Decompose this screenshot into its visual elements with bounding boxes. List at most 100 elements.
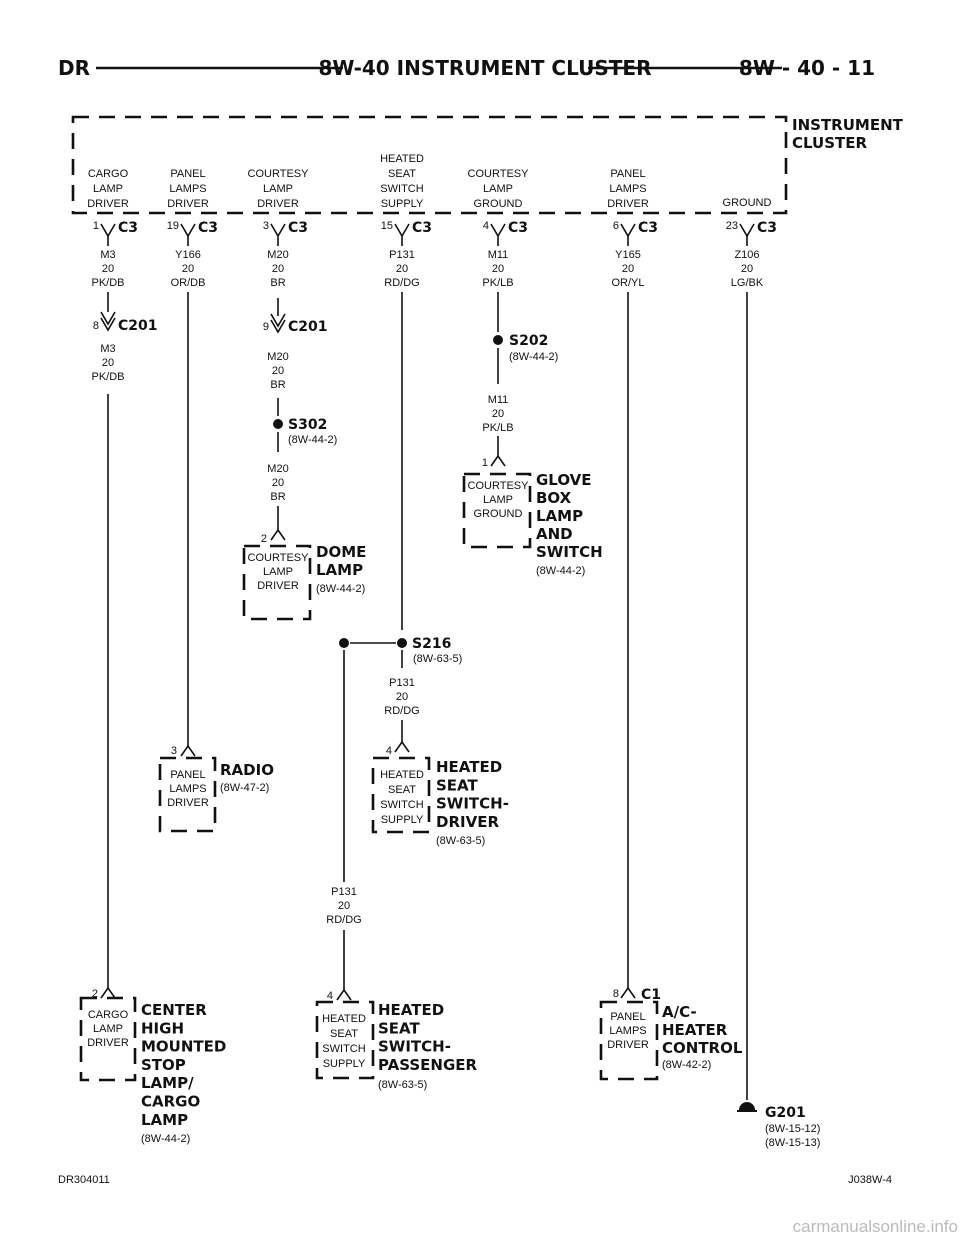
component-ref: (8W-63-5)	[378, 1079, 427, 1091]
pin-number: 1	[93, 220, 99, 232]
pin-number: 4	[327, 990, 333, 1002]
pin-number: 8	[93, 320, 99, 332]
component-inner-label: LAMP	[263, 566, 293, 578]
header-left: DR	[58, 56, 90, 80]
connector-name: C3	[757, 220, 777, 236]
component-inner-label: DRIVER	[257, 580, 299, 592]
connector-name: C1	[641, 987, 661, 1003]
component-inner-label: PANEL	[610, 1011, 645, 1023]
wire-label: 20	[622, 263, 634, 275]
cluster-pin-label: PANEL	[170, 168, 205, 180]
splice-ref: (8W-44-2)	[509, 351, 558, 363]
component-name: BOX	[536, 489, 572, 507]
component-inner-label: LAMPS	[609, 1025, 646, 1037]
splice-ref: (8W-44-2)	[288, 434, 337, 446]
cluster-pin-label: LAMP	[263, 183, 293, 195]
component-name: CONTROL	[662, 1039, 743, 1057]
instrument-cluster-name: INSTRUMENT	[792, 116, 904, 134]
component-inner-label: HEATED	[322, 1013, 366, 1025]
ground-name: G201	[765, 1105, 806, 1121]
component-ref: (8W-47-2)	[220, 782, 269, 794]
cluster-pin-label: LAMPS	[609, 183, 646, 195]
c3-connector-fork	[394, 223, 410, 238]
pin-number: 2	[92, 988, 98, 1000]
connector-name: C3	[508, 220, 528, 236]
component-name: PASSENGER	[378, 1056, 478, 1074]
component-inner-label: COURTESY	[468, 480, 530, 492]
wire-label: M11	[488, 394, 509, 406]
cluster-pin-label: GROUND	[474, 198, 523, 210]
wire-label: 20	[272, 263, 284, 275]
component-name: MOUNTED	[141, 1038, 226, 1056]
component-name: SWITCH-	[378, 1038, 451, 1056]
wire-label: PK/LB	[482, 422, 513, 434]
c3-connector-fork	[620, 223, 636, 238]
component-inner-label: SEAT	[330, 1028, 358, 1040]
pin-number: 9	[263, 321, 269, 333]
wire-label: Y166	[175, 249, 201, 261]
c3-connector-fork	[100, 223, 116, 238]
wire-label: M20	[267, 249, 288, 261]
wire-label: M3	[100, 343, 115, 355]
connector-name: C201	[118, 318, 158, 334]
component-ref: (8W-42-2)	[662, 1059, 711, 1071]
component-inner-label: LAMP	[93, 1023, 123, 1035]
c3-connector-fork	[739, 223, 755, 238]
pin-number: 4	[386, 745, 392, 757]
wire-label: 20	[396, 691, 408, 703]
cluster-pin-label: PANEL	[610, 168, 645, 180]
pin-number: 2	[261, 533, 267, 545]
instrument-cluster-name: CLUSTER	[792, 134, 867, 152]
component-ref: (8W-44-2)	[316, 583, 365, 595]
cluster-pin-label: CARGO	[88, 168, 129, 180]
heated-seat-passenger-box	[315, 1000, 375, 1080]
chmsl-box	[79, 996, 137, 1082]
wire-label: 20	[396, 263, 408, 275]
splice-s302	[273, 419, 283, 429]
instrument-cluster-box	[71, 115, 788, 215]
component-ref: (8W-63-5)	[436, 835, 485, 847]
component-inner-label: SWITCH	[322, 1043, 365, 1055]
splice-s202	[493, 335, 503, 345]
cluster-pin-label: LAMPS	[169, 183, 206, 195]
connector-name: C3	[412, 220, 432, 236]
radio-box	[158, 756, 217, 833]
c3-connector-fork	[270, 223, 286, 238]
cluster-pin-label: SUPPLY	[381, 198, 424, 210]
component-name: DOME	[316, 543, 366, 561]
component-name: CARGO	[141, 1093, 200, 1111]
component-name: LAMP	[536, 507, 583, 525]
component-name: HEATER	[662, 1021, 728, 1039]
wire-label: 20	[492, 263, 504, 275]
wire-label: 20	[102, 263, 114, 275]
component-inner-label: CARGO	[88, 1009, 129, 1021]
component-pin	[394, 740, 410, 753]
c3-connector-fork	[490, 223, 506, 238]
heated-seat-driver-box	[371, 756, 431, 834]
ground-symbol	[739, 1102, 755, 1110]
cluster-pin-label: COURTESY	[248, 168, 310, 180]
component-inner-label: GROUND	[474, 508, 523, 520]
wire-label: RD/DG	[384, 277, 419, 289]
ground-ref: (8W-15-12)	[765, 1123, 820, 1135]
cluster-pin-label: SWITCH	[380, 183, 423, 195]
cluster-pin-label: LAMP	[483, 183, 513, 195]
component-name: LAMP/	[141, 1074, 194, 1092]
component-inner-label: DRIVER	[607, 1039, 649, 1051]
wire-label: P131	[389, 677, 415, 689]
cluster-pin-label: DRIVER	[257, 198, 299, 210]
component-name: HEATED	[436, 758, 502, 776]
c201-fork	[100, 311, 116, 332]
component-name: RADIO	[220, 761, 274, 779]
cluster-pin-label: SEAT	[388, 168, 416, 180]
c3-connector-fork	[180, 223, 196, 238]
component-name: SWITCH-	[436, 795, 509, 813]
component-name: HIGH	[141, 1019, 184, 1037]
wire-label: PK/LB	[482, 277, 513, 289]
cluster-pin-label: COURTESY	[468, 168, 530, 180]
splice-name: S302	[288, 417, 327, 433]
component-pin	[336, 988, 352, 1001]
pin-number: 8	[613, 988, 619, 1000]
component-inner-label: LAMPS	[169, 783, 206, 795]
